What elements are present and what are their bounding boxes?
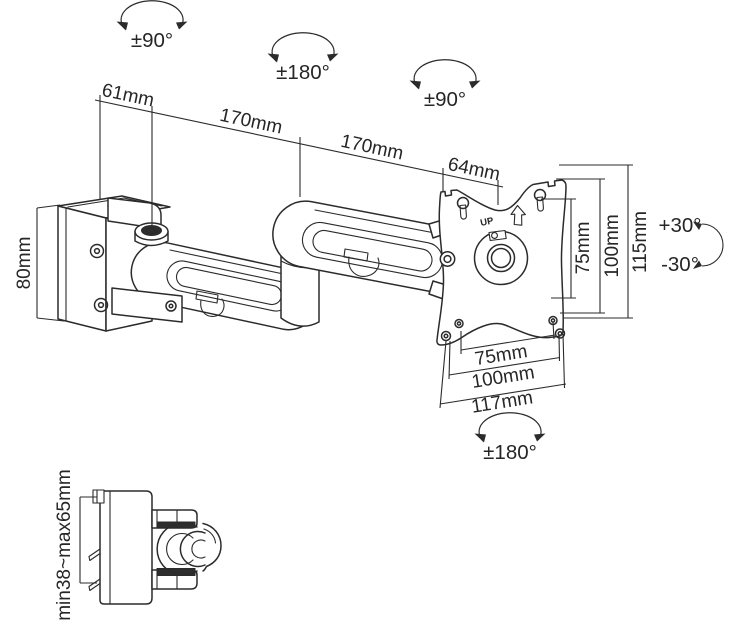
dim-line-b75 [460, 334, 556, 351]
vesa-hole-br-center [557, 330, 563, 337]
tilt-arc-arrow-down [693, 260, 702, 269]
rotation-arc-elbow [266, 32, 340, 64]
rotation-arc-plate [473, 412, 547, 444]
arm-segment-1 [130, 241, 320, 331]
label-dim-80mm: 80mm [14, 237, 35, 290]
label-wall-swivel: ±90° [131, 29, 173, 52]
dim-ext-b75 [460, 321, 555, 354]
up-label: UP [479, 215, 495, 229]
pole-hook-inner [191, 539, 206, 559]
arm2-cable-clip [348, 256, 380, 277]
tilt-pivot-knob-center [443, 254, 452, 264]
label-head-swivel: ±90° [424, 88, 466, 111]
keyhole-right-circle [533, 188, 547, 202]
pole-hook-beak-inner [203, 528, 217, 544]
dim-line-top [94, 99, 504, 188]
label-dim-v100mm: 100mm [602, 214, 623, 277]
rotation-arc-wall [115, 0, 189, 32]
dim-ext-b117 [439, 333, 566, 409]
arm1-slot-inner [175, 266, 283, 306]
pivot-bolt [165, 300, 177, 312]
plate-boss-hole-inner [490, 247, 512, 269]
bracket-screw-top [89, 243, 105, 259]
clamp-body [99, 490, 153, 605]
pivot-boss-ring [141, 225, 162, 236]
plate-boss-hole-outer [486, 243, 516, 273]
pivot-bolt-center [168, 303, 174, 309]
clamp-screw-tip-2 [88, 578, 101, 592]
dim-line-b117 [439, 383, 567, 405]
bracket-screw-bottom-center [97, 301, 105, 309]
clamp-jaw-bottom [156, 568, 196, 576]
arm1-cable-clip-tab [195, 290, 219, 304]
keyhole-left-circle [456, 196, 470, 210]
clamp-top-tab [92, 489, 105, 504]
up-arrow-icon [510, 204, 526, 226]
bracket-front-face [57, 205, 107, 332]
dim-ticks-clamp [80, 496, 97, 584]
arm2-slot-outer [301, 221, 444, 279]
vesa-hole-bl-outer [440, 330, 452, 342]
bracket-pivot [107, 197, 183, 323]
label-dim-v115mm: 115mm [630, 211, 651, 273]
arm2-cable-clip-tab [343, 248, 369, 262]
arm2-slot-inner [312, 229, 433, 272]
clamp-saddle-outer [156, 522, 198, 576]
clamp-saddle-inner [166, 532, 194, 566]
bracket-screw-top-center [93, 247, 101, 255]
arm2-top-highlight [314, 209, 441, 235]
arm1-top-highlight [169, 249, 294, 277]
vesa-hole-bl2-outer [454, 318, 464, 329]
vesa-plate: UP [436, 179, 567, 346]
vesa-hole-br-outer [554, 328, 566, 339]
pole-hook-beak [202, 522, 222, 572]
dim-ticks-v115 [559, 164, 633, 319]
dim-ticks-v75 [541, 198, 576, 299]
rotation-arc-head [408, 59, 482, 91]
dim-line-b100 [448, 356, 561, 376]
plate-boss-slot-hole [491, 232, 498, 239]
pole-hook-outer [179, 530, 206, 568]
label-dim-clamp-range: min38~max65mm [54, 469, 75, 621]
label-elbow-swivel: ±180° [276, 61, 330, 84]
keyhole-left-slot [459, 204, 467, 220]
tilt-arc [701, 223, 724, 267]
dimension-annotations [36, 95, 724, 584]
clamp-screw-tip-1 [88, 548, 101, 562]
dim-ticks-80 [36, 204, 65, 322]
vesa-hole-bl-center [443, 333, 449, 339]
tilt-arc-arrow-up [693, 221, 702, 230]
dim-ticks-v100 [556, 178, 605, 314]
label-dim-v75mm: 75mm [573, 222, 594, 275]
pivot-mount-bottom [111, 287, 183, 323]
keyhole-right-slot [536, 196, 544, 212]
arm1-cable-clip [200, 298, 225, 317]
dim-ext-b100 [448, 334, 561, 380]
label-plate-rotation: ±180° [483, 441, 537, 464]
clamp-side-view [88, 489, 222, 605]
vesa-hole-bl2-center [456, 321, 462, 326]
label-tilt-up: +30° [659, 214, 702, 237]
label-tilt-down: -30° [661, 253, 699, 276]
bracket-screw-bottom [93, 297, 109, 313]
pivot-boss-hole [145, 227, 158, 234]
tilt-pivot-knob [439, 251, 456, 267]
